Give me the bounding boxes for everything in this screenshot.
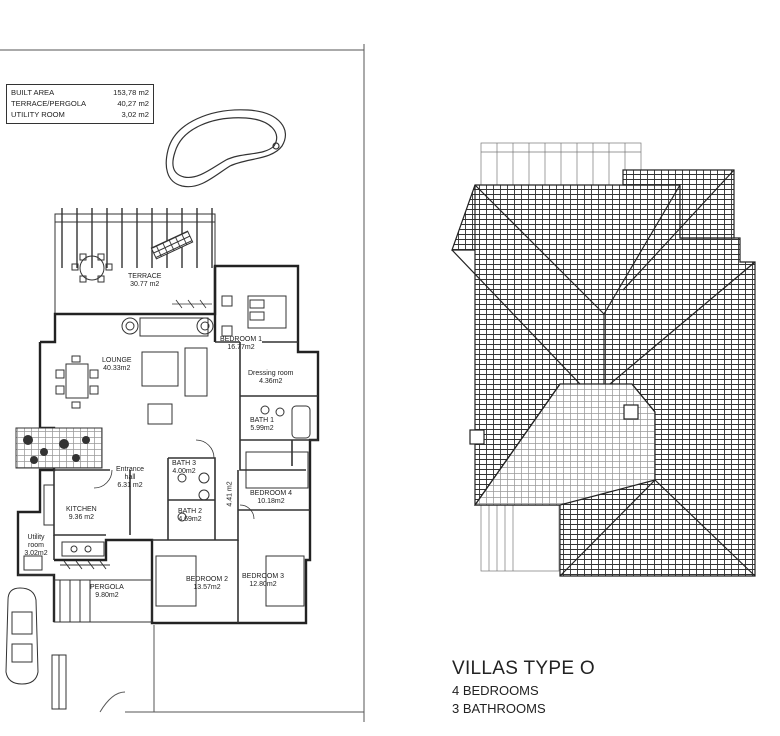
room-area: 3.02m2: [24, 550, 48, 557]
room-name: BATH 3: [172, 460, 196, 467]
room-name: LOUNGE: [102, 357, 132, 364]
villa-type-title: VILLAS TYPE O: [452, 658, 595, 679]
room-label-bedroom3: BEDROOM 3 12.80m2: [242, 573, 284, 589]
area-row-utility: UTILITY ROOM 3,02 m2: [11, 109, 149, 120]
room-area: 5.99m2: [250, 425, 274, 432]
room-label-lounge: LOUNGE 40.33m2: [102, 357, 132, 373]
room-name: BEDROOM 1: [220, 336, 263, 343]
interior-walls: [18, 341, 318, 623]
room-label-utility: Utility room 3.02m2: [22, 534, 50, 558]
room-name: Utility room: [27, 534, 45, 549]
room-area: 4.69m2: [178, 516, 202, 523]
area-value: 40,27 m2: [117, 99, 149, 108]
room-area: 12.80m2: [249, 581, 277, 588]
room-label-kitchen: KITCHEN 9.36 m2: [66, 506, 97, 522]
room-label-dressing: Dressing room 4.36m2: [248, 370, 294, 386]
room-name: TERRACE: [128, 273, 162, 280]
terrace-pergola: [54, 208, 216, 315]
area-row-terrace: TERRACE/PERGOLA 40,27 m2: [11, 98, 149, 109]
room-name: Entrance hall: [115, 466, 145, 481]
roof-plan: [451, 142, 756, 577]
room-area: 13.57m2: [193, 584, 221, 591]
room-area: 40.33m2: [103, 365, 131, 372]
car-icon: [5, 587, 39, 685]
area-label: TERRACE/PERGOLA: [11, 99, 87, 108]
furniture: [23, 295, 311, 607]
room-label-entrance: Entrance hall 6.31 m2: [112, 466, 148, 490]
room-label-bedroom2: BEDROOM 2 13.57m2: [186, 576, 228, 592]
room-area: 9.80m2: [95, 592, 119, 599]
room-name: BEDROOM 4: [250, 490, 293, 497]
room-area: 30.77 m2: [130, 281, 160, 288]
room-label-bath1: BATH 1 5.99m2: [250, 417, 274, 433]
room-label-corridor: 4.41 m2: [227, 481, 235, 506]
room-area: 6.31 m2: [117, 482, 143, 489]
room-area: 4.00m2: [172, 468, 196, 475]
bedrooms-count: 4 BEDROOMS: [452, 683, 539, 698]
room-name: BATH 1: [250, 417, 274, 424]
area-label: UTILITY ROOM: [11, 110, 65, 119]
room-area: 4.36m2: [259, 378, 283, 385]
area-value: 153,78 m2: [113, 88, 149, 97]
room-label-pergola: PERGOLA 9.80m2: [90, 584, 124, 600]
bathrooms-count: 3 BATHROOMS: [452, 701, 546, 716]
planter-area: [15, 427, 103, 469]
swimming-pool: [165, 109, 287, 188]
room-label-terrace: TERRACE 30.77 m2: [128, 273, 161, 289]
room-area: 10.18m2: [257, 498, 285, 505]
west-pergola: [53, 579, 153, 623]
room-name: PERGOLA: [90, 584, 124, 591]
room-name: Dressing room: [248, 370, 294, 377]
room-name: BEDROOM 3: [242, 573, 285, 580]
room-label-bath3: BATH 3 4.00m2: [172, 460, 196, 476]
room-name: KITCHEN: [66, 506, 97, 513]
room-label-bath2: BATH 2 4.69m2: [178, 508, 202, 524]
area-value: 3,02 m2: [121, 110, 149, 119]
area-label: BUILT AREA: [11, 88, 55, 97]
room-area: 9.36 m2: [68, 514, 95, 521]
area-summary-table: BUILT AREA 153,78 m2 TERRACE/PERGOLA 40,…: [6, 84, 154, 124]
room-label-bedroom4: BEDROOM 4 10.18m2: [250, 490, 292, 506]
room-area: 16.77m2: [227, 344, 255, 351]
room-name: BEDROOM 2: [186, 576, 229, 583]
driveway-gate: [51, 654, 67, 710]
room-area: 4.41 m2: [226, 481, 234, 507]
villa-title-block: VILLAS TYPE O 4 BEDROOMS 3 BATHROOMS: [452, 656, 595, 718]
room-label-bedroom1: BEDROOM 1 16.77m2: [220, 336, 262, 352]
plot-boundary: [0, 44, 365, 722]
area-row-built: BUILT AREA 153,78 m2: [11, 87, 149, 98]
room-name: BATH 2: [178, 508, 202, 515]
